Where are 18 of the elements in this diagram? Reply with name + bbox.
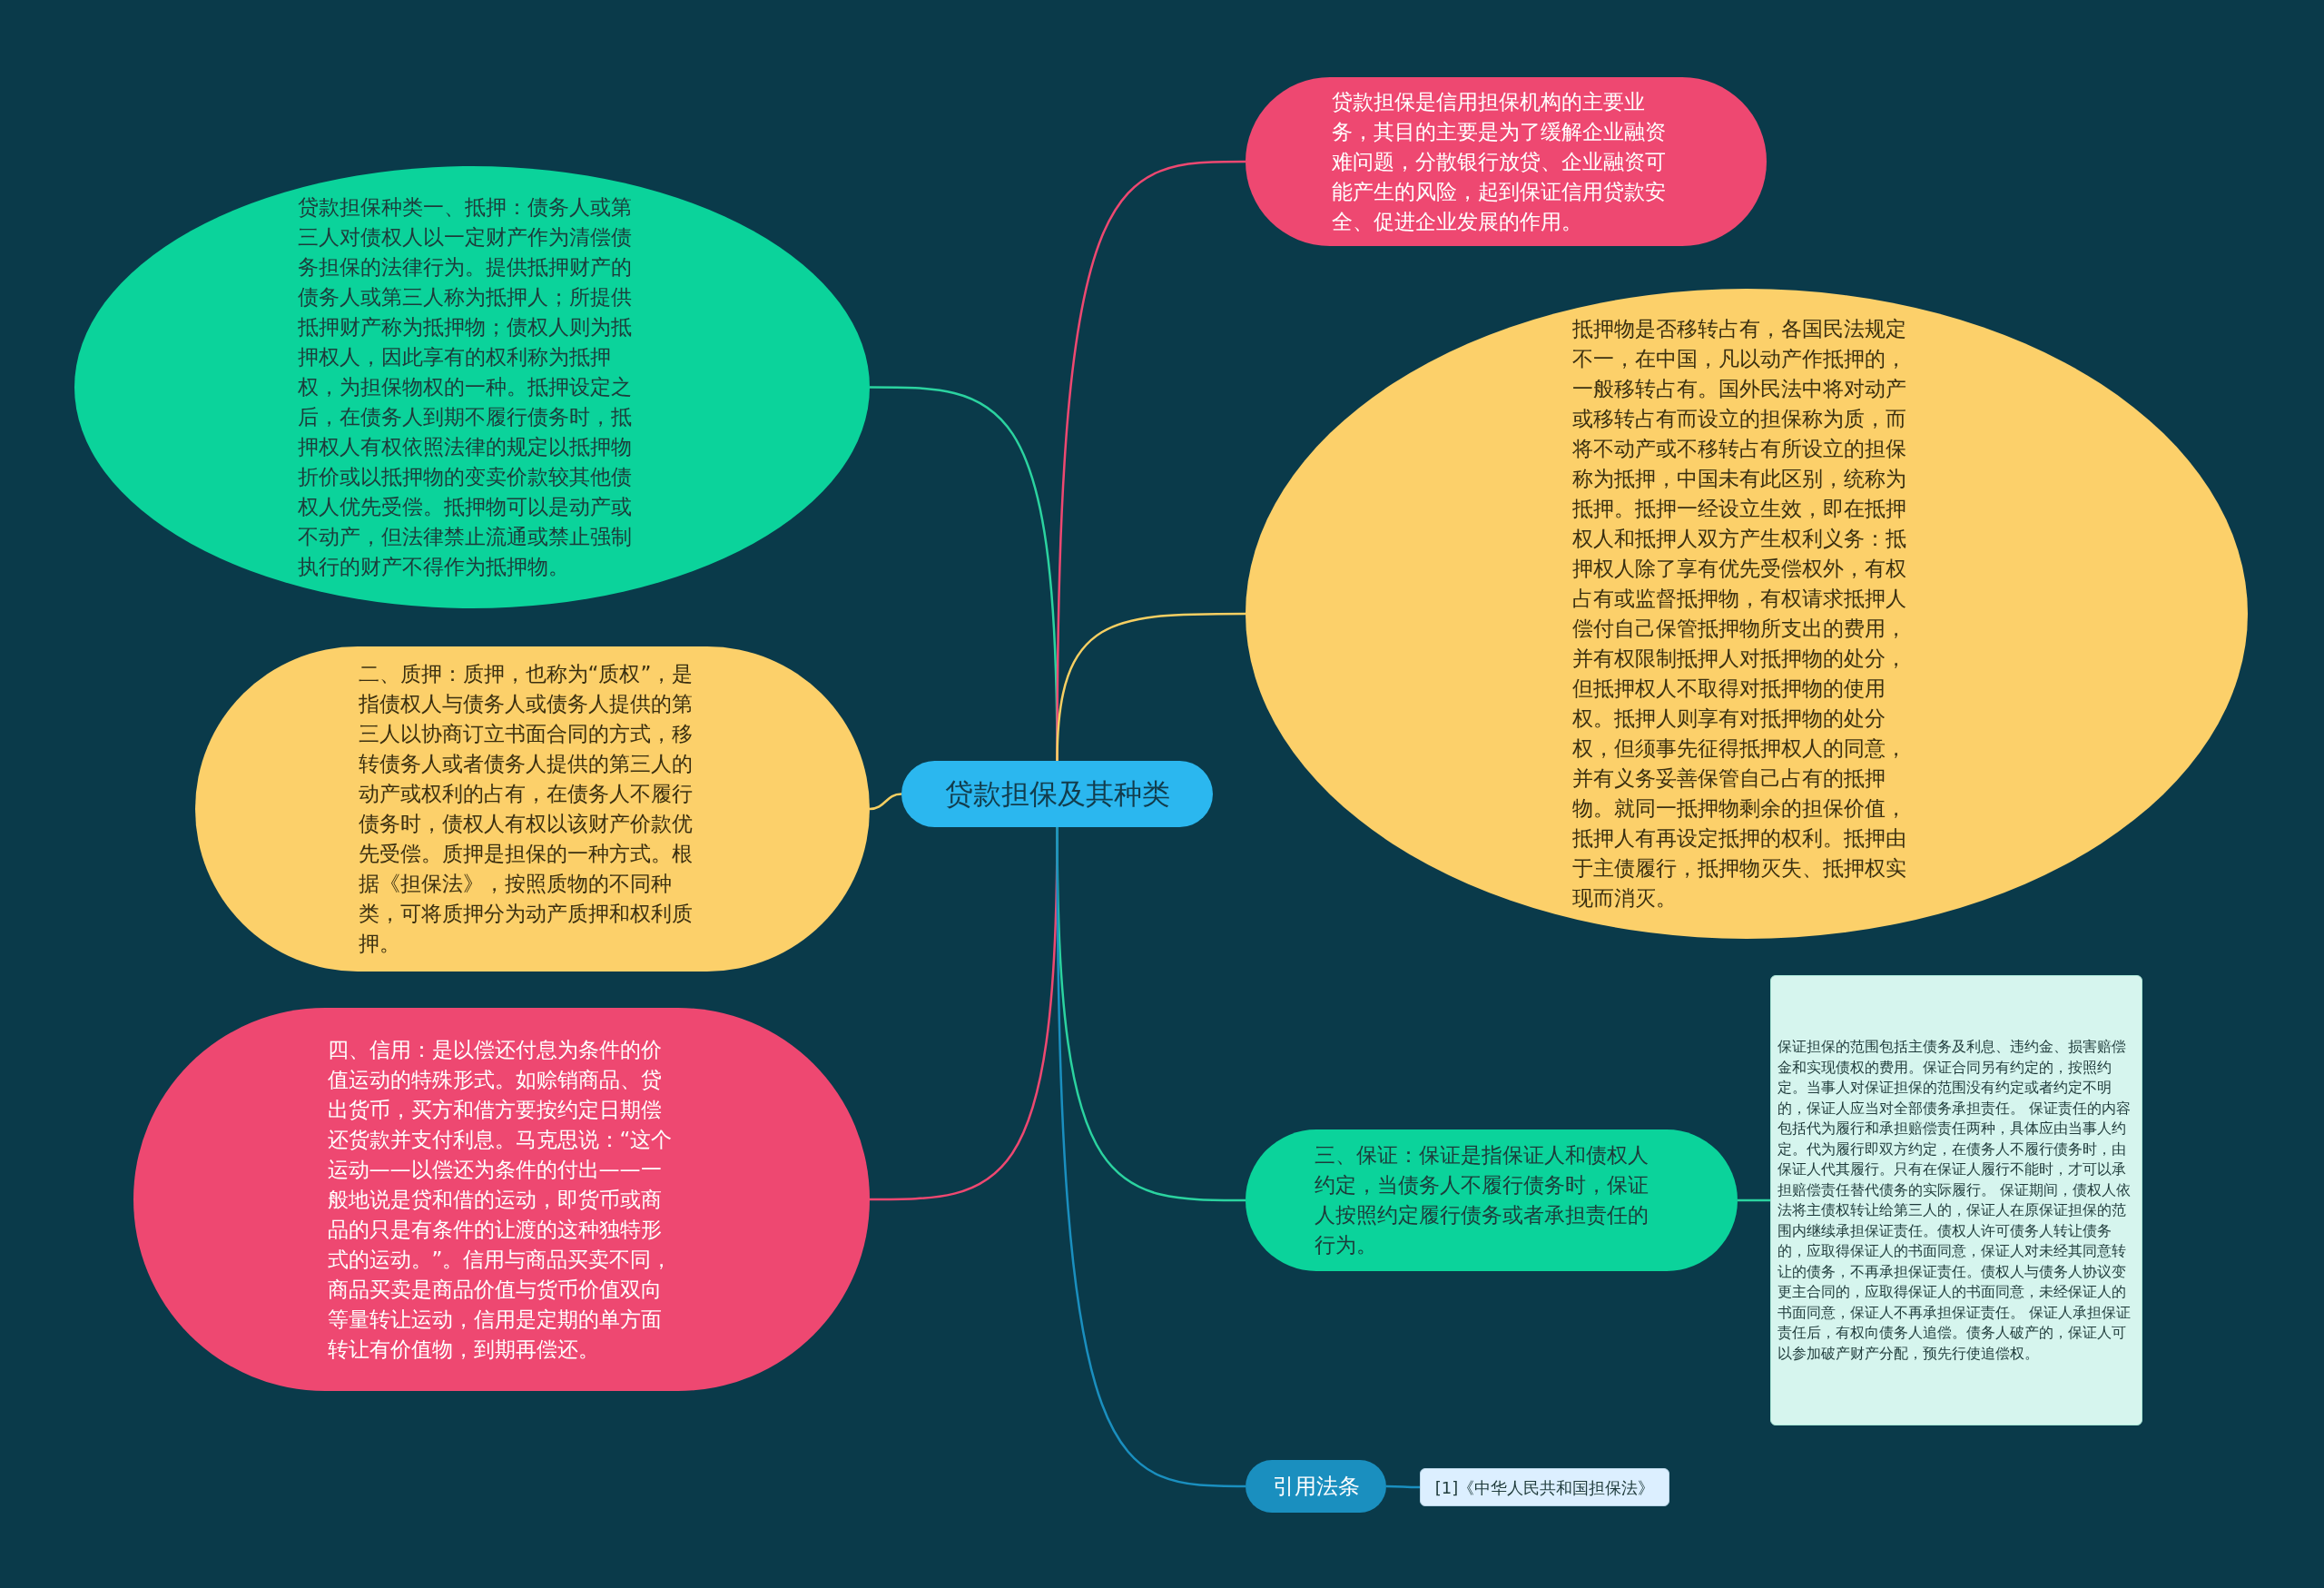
- topic-text: 四、信用：是以偿还付息为条件的价值运动的特殊形式。如赊销商品、贷出货币，买方和借方要按约定日期偿还货款并支付利息。马克思说：“这个运动——以偿还为条件的付出——一般地说是贷和借的运动，即货币或商品的只是有条件的让渡的这种独特形式的运动。”。信用与商品买卖不同，商品买卖是商品价值与货币价值双向等量转让运动，信用是定期的单方面转让有价值物，到期再偿还。: [327, 1036, 674, 1363]
- reference-card: [1420, 1468, 1669, 1506]
- topic-text: 贷款担保及其种类: [944, 776, 1170, 813]
- topic-text: 三、保证：保证是指保证人和债权人约定，当债务人不履行债务时，保证人按照约定履行债务或者承担责任的行为。: [1315, 1142, 1649, 1258]
- connector-line: [1056, 827, 1246, 1488]
- connector-line: [869, 793, 902, 811]
- topic-text: 引用法条: [1272, 1473, 1360, 1501]
- reference-text: [1]《中华人民共和国担保法》: [1434, 1476, 1655, 1499]
- note-card: [1770, 975, 2142, 1425]
- topic-text: 贷款担保是信用担保机构的主要业务，其目的主要是为了缓解企业融资难问题，分散银行放贷、企业融资可能产生的风险，起到保证信用贷款安全、促进企业发展的作用。: [1332, 88, 1667, 235]
- topic-text: 贷款担保种类一、抵押：债务人或第三人对债权人以一定财产作为清偿债务担保的法律行为。提供抵押财产的债务人或第三人称为抵押人；所提供抵押财产称为抵押物；债权人则为抵押权人，因此享有的权利称为抵押权，为担保物权的一种。抵押设定之后，在债务人到期不履行债务时，抵押权人有权依照法律的规定以抵押物折价或以抵押物的变卖价款较其他债权人优先受偿。抵押物可以是动产或不动产，但法律禁止流通或禁止强制执行的财产不得作为抵押物。: [298, 194, 633, 580]
- connector-line: [1738, 1198, 1770, 1202]
- topic-text: 抵押物是否移转占有，各国民法规定不一，在中国，凡以动产作抵押的，一般移转占有。国外民法中将对动产或移转占有而设立的担保称为质，而将不动产或不移转占有所设立的担保称为抵押，中国未有此区别，统称为抵押。抵押一经设立生效，即在抵押权人和抵押人双方产生权利义务：抵押权人除了享有优先受偿权外，有权占有或监督抵押物，有权请求抵押人偿付自己保管抵押物所支出的费用，并有权限制抵押人对抵押物的处分，但抵押权人不取得对抵押物的使用权。抵押人则享有对抵押物的处分权，但须事先征得抵押权人的同意，并有义务妥善保管自己占有的抵押物。就同一抵押物剩余的担保价值，抵押人有再设定抵押的权利。抵押由于主债履行，抵押物灭失、抵押权实现而消灭。: [1572, 316, 1907, 912]
- connector-line: [1056, 612, 1246, 762]
- topic-text: 二、质押：质押，也称为“质权”，是指债权人与债务人或债务人提供的第三人以协商订立书面合同的方式，移转债务人或者债务人提供的第三人的动产或权利的占有，在债务人不履行债务时，债权人有权以该财产价款优先受偿。质押是担保的一种方式。根据《担保法》，按照质物的不同种类，可将质押分为动产质押和权利质押。: [358, 661, 694, 957]
- connector-line: [1386, 1484, 1420, 1489]
- topic-pill: [1246, 1460, 1386, 1513]
- note-text: 保证担保的范围包括主债务及利息、违约金、损害赔偿金和实现债权的费用。保证合同另有约定的，按照约定。当事人对保证担保的范围没有约定或者约定不明的，保证人应当对全部债务承担责任。 保证责任的内容包括代为履行和承担赔偿责任两种，具体应由当事人约定。代为履行即双方约定，在债务人不履行债务时，由保证人代其履行。只有在保证人履行不能时，才可以承担赔偿责任替代债务的实际履行。 保证期间，债权人依法将主债权转让给第三人的，保证人在原保证担保的范围内继续承担保证责任。债权人许可债务人转让债务的，应取得保证人的书面同意，保证人对未经其同意转让的债务，不再承担保证责任。债权人与债务人协议变更主合同的，应取得保证人的书面同意，未经保证人的书面同意，保证人不再承担保证责任。 保证人承担保证责任后，有权向债务人追偿。债务人破产的，保证人可以参加破产财产分配，预先行使追偿权。: [1777, 1037, 2132, 1364]
